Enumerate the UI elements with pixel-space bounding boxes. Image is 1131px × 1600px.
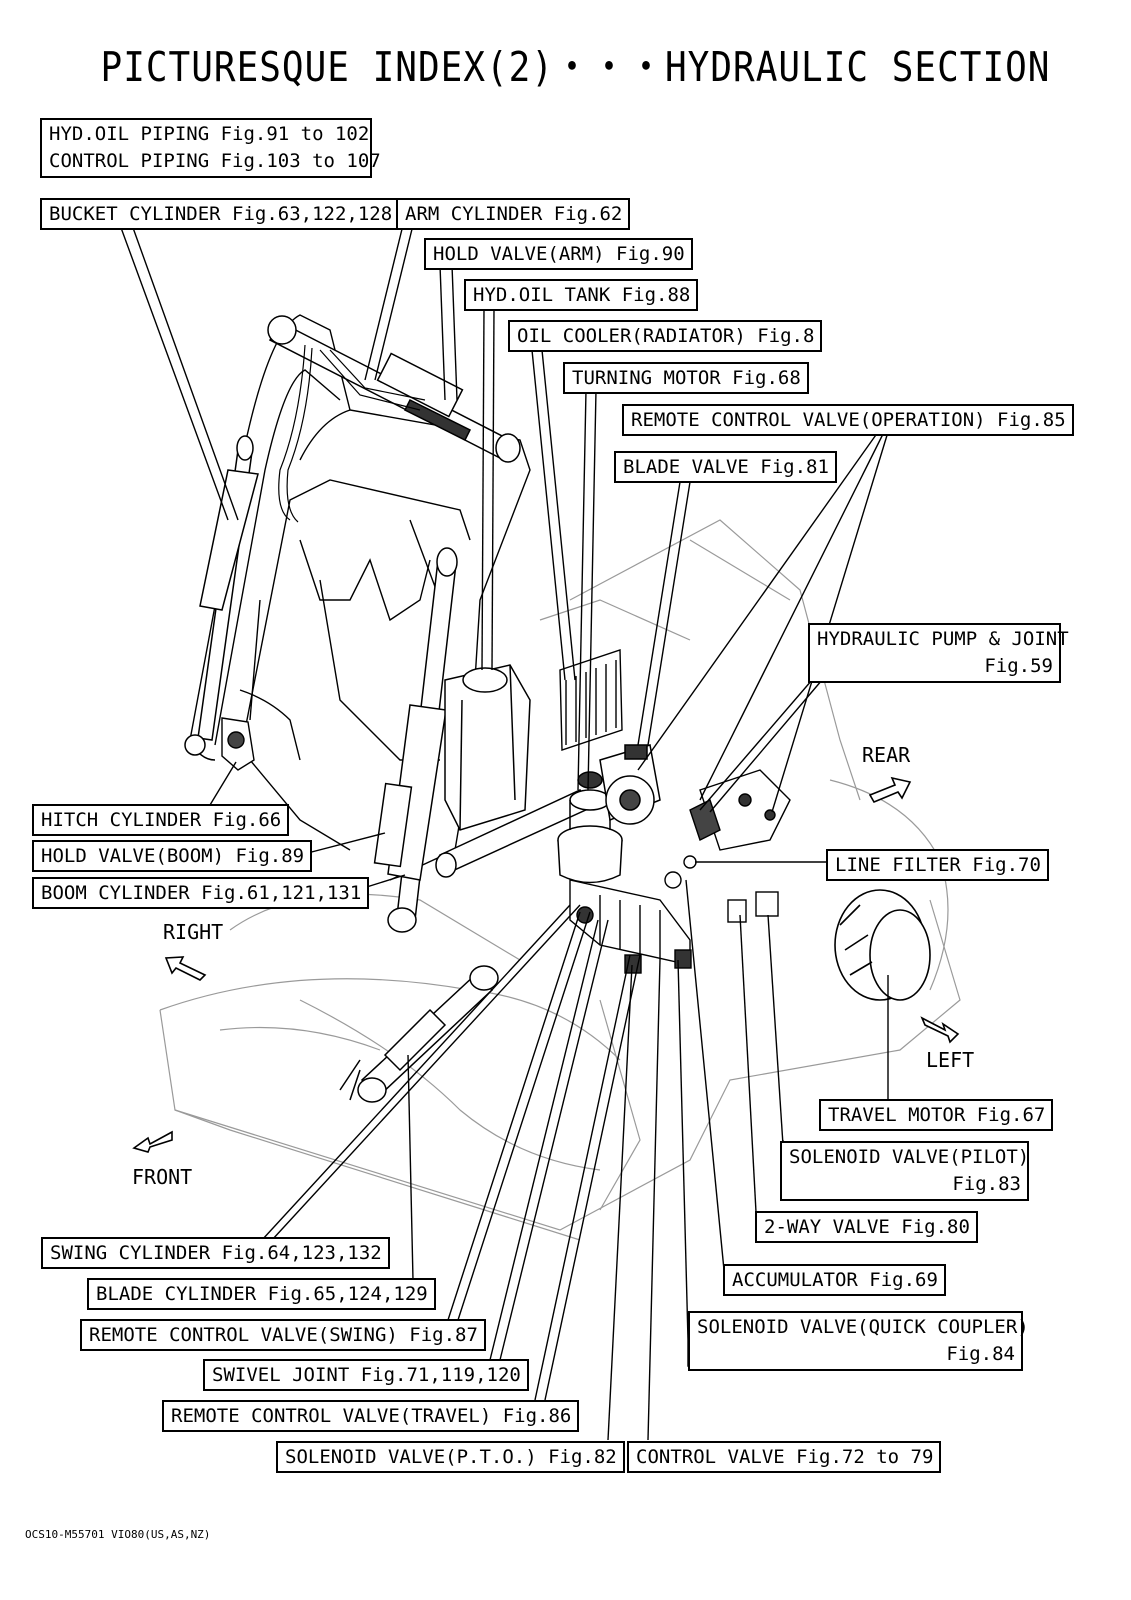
label-control-piping-text: CONTROL PIPING Fig.103 to 107 <box>49 150 381 172</box>
label-line-filter: LINE FILTER Fig.70 <box>826 849 1049 881</box>
arm-cylinder-shape <box>267 315 521 463</box>
label-hold-valve-arm: HOLD VALVE(ARM) Fig.90 <box>424 238 693 270</box>
direction-rear: REAR <box>862 743 911 767</box>
label-remote-control-operation: REMOTE CONTROL VALVE(OPERATION) Fig.85 <box>622 404 1074 436</box>
travel-motor-shape <box>834 889 931 1001</box>
label-solenoid-pilot-text: SOLENOID VALVE(PILOT) <box>789 1146 1030 1168</box>
label-hold-valve-boom: HOLD VALVE(BOOM) Fig.89 <box>32 840 313 872</box>
footer-code: OCS10-M55701 VIO80(US,AS,NZ) <box>25 1528 211 1541</box>
hyd-oil-tank-shape <box>444 664 531 831</box>
label-hydraulic-pump: HYDRAULIC PUMP & JOINT Fig.59 <box>808 623 1069 683</box>
hitch-cylinder-shape <box>221 717 255 771</box>
label-hyd-oil-piping: HYD.OIL PIPING Fig.91 to 102 CONTROL PIP… <box>40 118 381 178</box>
label-solenoid-quick-text: SOLENOID VALVE(QUICK COUPLER) <box>697 1316 1029 1338</box>
direction-left: LEFT <box>926 1048 975 1072</box>
blade-cylinder-shape <box>339 965 499 1103</box>
control-valve-shape <box>569 879 692 974</box>
label-solenoid-pto: SOLENOID VALVE(P.T.O.) Fig.82 <box>276 1441 625 1473</box>
label-turning-motor: TURNING MOTOR Fig.68 <box>563 362 809 394</box>
label-two-way-valve: 2-WAY VALVE Fig.80 <box>755 1211 978 1243</box>
direction-front: FRONT <box>132 1165 193 1189</box>
label-solenoid-pilot: SOLENOID VALVE(PILOT) Fig.83 <box>780 1141 1029 1201</box>
label-travel-motor: TRAVEL MOTOR Fig.67 <box>819 1099 1054 1131</box>
leader-lines <box>119 224 1020 1441</box>
label-remote-control-travel: REMOTE CONTROL VALVE(TRAVEL) Fig.86 <box>162 1400 580 1432</box>
boom-cylinder-shape <box>373 547 458 933</box>
label-solenoid-quick-coupler: SOLENOID VALVE(QUICK COUPLER) Fig.84 <box>688 1311 1029 1371</box>
small-valve-shapes <box>664 855 779 923</box>
page-title: PICTURESQUE INDEX(2)・・・HYDRAULIC SECTION <box>100 44 1051 92</box>
turning-motor-shape <box>557 771 623 884</box>
label-hitch-cylinder: HITCH CYLINDER Fig.66 <box>32 804 290 836</box>
label-accumulator: ACCUMULATOR Fig.69 <box>723 1264 946 1296</box>
label-oil-cooler: OIL COOLER(RADIATOR) Fig.8 <box>508 320 823 352</box>
label-control-valve: CONTROL VALVE Fig.72 to 79 <box>627 1441 942 1473</box>
direction-right: RIGHT <box>163 920 224 944</box>
label-hydraulic-pump-text: HYDRAULIC PUMP & JOINT <box>817 628 1069 650</box>
bucket-cylinder-shape <box>184 435 259 756</box>
label-solenoid-pilot-fig: Fig.83 <box>952 1173 1021 1195</box>
label-remote-control-swing: REMOTE CONTROL VALVE(SWING) Fig.87 <box>80 1319 486 1351</box>
label-hydraulic-pump-fig: Fig.59 <box>984 655 1053 677</box>
pump-shape <box>599 744 661 825</box>
label-solenoid-quick-fig: Fig.84 <box>946 1343 1015 1365</box>
label-hyd-oil-tank: HYD.OIL TANK Fig.88 <box>464 279 699 311</box>
label-boom-cylinder: BOOM CYLINDER Fig.61,121,131 <box>32 877 370 909</box>
label-arm-cylinder: ARM CYLINDER Fig.62 <box>396 198 631 230</box>
oil-cooler-shape <box>559 649 623 751</box>
label-blade-valve: BLADE VALVE Fig.81 <box>614 451 837 483</box>
label-hyd-oil-piping-text: HYD.OIL PIPING Fig.91 to 102 <box>49 123 370 145</box>
label-swing-cylinder: SWING CYLINDER Fig.64,123,132 <box>41 1237 390 1269</box>
label-swivel-joint: SWIVEL JOINT Fig.71,119,120 <box>203 1359 529 1391</box>
label-bucket-cylinder: BUCKET CYLINDER Fig.63,122,128 <box>40 198 401 230</box>
piping-tubes <box>278 344 426 523</box>
label-blade-cylinder: BLADE CYLINDER Fig.65,124,129 <box>87 1278 436 1310</box>
remote-valve-shape <box>689 769 791 851</box>
direction-arrows <box>132 776 960 1153</box>
